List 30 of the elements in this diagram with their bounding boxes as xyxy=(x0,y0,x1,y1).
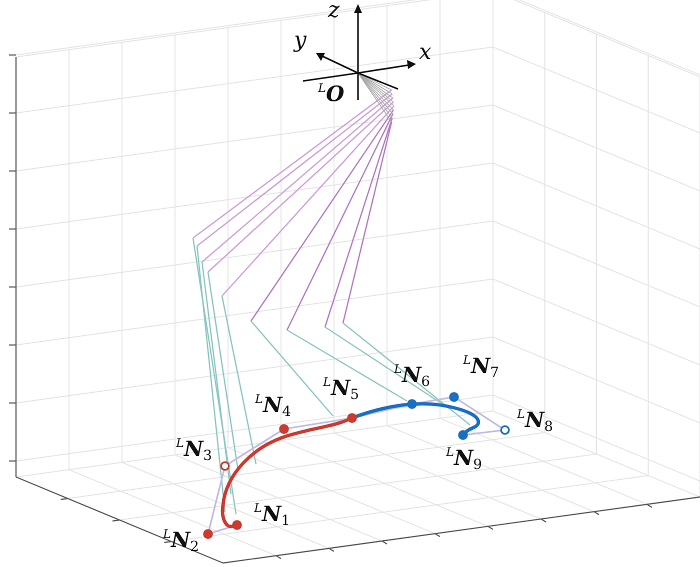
control-polygon-line xyxy=(416,396,450,404)
point-label: $^{L}$N$_{6}$ xyxy=(394,363,430,389)
point-marker-icon xyxy=(500,425,510,435)
trajectory-curve xyxy=(355,402,480,434)
point-label: $^{L}$N$_{4}$ xyxy=(255,393,292,419)
point-marker-icon xyxy=(458,430,468,440)
control-polygon-line xyxy=(457,398,502,428)
control-polygon-line xyxy=(228,430,281,464)
point-marker-icon xyxy=(232,520,242,530)
axis-label: z xyxy=(328,0,340,22)
point-label: $^{L}$N$_{7}$ xyxy=(463,354,500,380)
point-marker-icon xyxy=(347,413,357,423)
trajectory-curve xyxy=(220,418,350,528)
control-polygon-line xyxy=(467,430,501,436)
point-marker-icon xyxy=(407,399,417,409)
point-label: $^{L}$N$_{2}$ xyxy=(163,528,200,554)
control-polygon-line xyxy=(288,418,348,430)
point-label: $^{L}$N$_{9}$ xyxy=(446,446,482,472)
control-polygon-line xyxy=(208,470,225,530)
point-label: $^{L}$N$_{5}$ xyxy=(323,376,360,402)
axis-label: x xyxy=(419,42,432,64)
axis-label: y xyxy=(294,30,306,52)
point-marker-icon xyxy=(203,529,213,539)
point-label: $^{L}$N$_{8}$ xyxy=(517,408,554,434)
point-label: $^{L}$N$_{1}$ xyxy=(254,502,290,528)
point-label: $^{L}$N$_{3}$ xyxy=(176,437,212,463)
origin-label: $^{L}$O xyxy=(318,82,344,105)
point-marker-icon xyxy=(449,392,459,402)
point-marker-icon xyxy=(220,461,230,471)
point-marker-icon xyxy=(279,424,289,434)
